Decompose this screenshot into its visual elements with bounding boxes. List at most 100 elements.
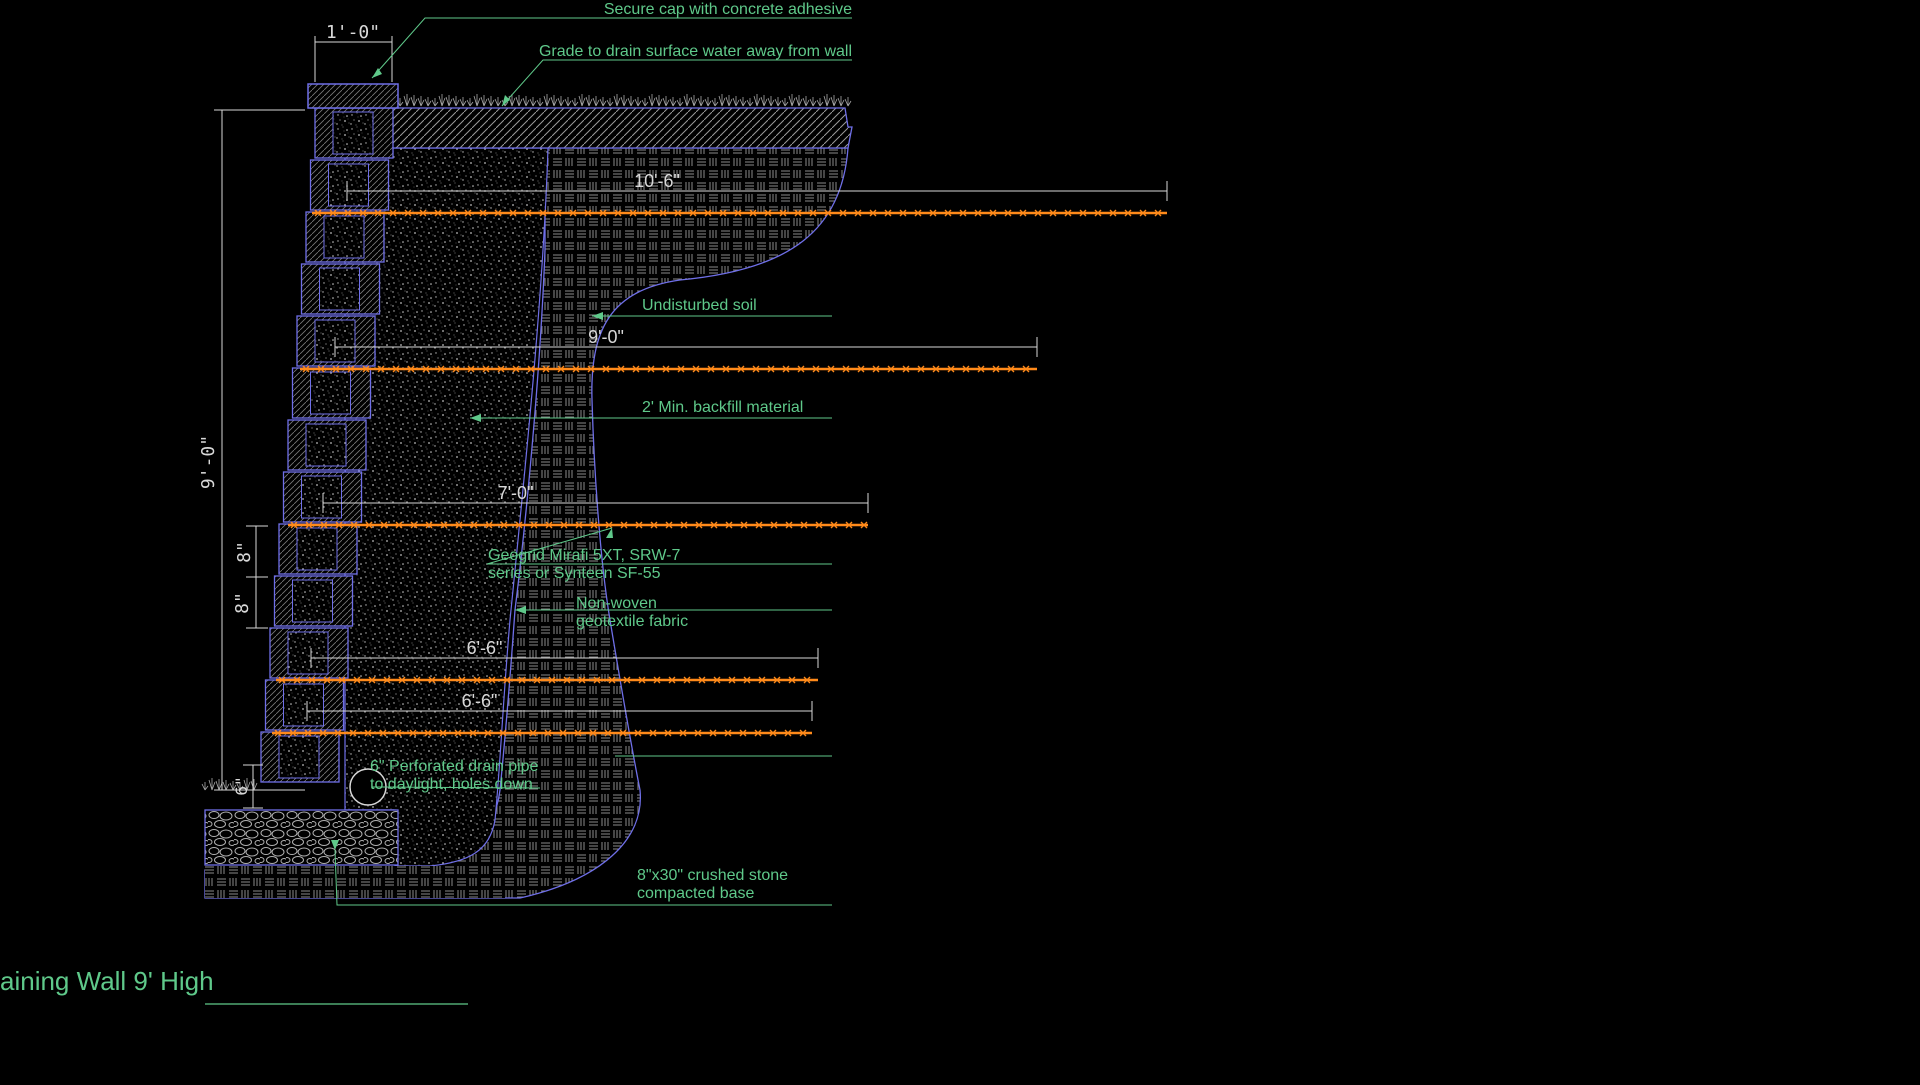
geogrid-x-mark	[395, 521, 403, 529]
geogrid-x-mark	[989, 209, 997, 217]
geogrid-x-mark	[527, 365, 535, 373]
geogrid-x-mark	[515, 521, 523, 529]
grass-tuft	[431, 98, 439, 107]
cap-block	[307, 83, 399, 109]
geogrid-x-mark	[413, 676, 421, 684]
geogrid-x-mark	[689, 209, 697, 217]
geogrid-x-mark	[704, 209, 712, 217]
geogrid-x-mark	[653, 676, 661, 684]
geogrid-x-mark	[455, 521, 463, 529]
geogrid-x-mark	[410, 521, 418, 529]
geogrid-x-mark	[469, 729, 477, 737]
geogrid-x-mark	[713, 676, 721, 684]
geogrid-x-mark	[452, 365, 460, 373]
geogrid-x-mark	[1049, 209, 1057, 217]
grass-tuft	[697, 96, 705, 107]
geogrid-x-mark	[902, 365, 910, 373]
grass-tuft	[466, 98, 474, 107]
geogrid-x-mark	[944, 209, 952, 217]
geogrid-x-mark	[419, 209, 427, 217]
dim-embed: 6"	[232, 776, 251, 795]
geogrid-x-mark	[379, 729, 387, 737]
grass-tuft	[487, 96, 495, 107]
grass-tuft	[473, 94, 481, 107]
geogrid-x-mark	[499, 729, 507, 737]
grass-tuft	[823, 94, 831, 107]
geogrid-x-mark	[500, 521, 508, 529]
geogrid-x-mark	[542, 365, 550, 373]
grass-tuft	[424, 97, 432, 107]
geogrid-x-mark	[767, 365, 775, 373]
grass-tuft	[802, 96, 810, 107]
grass-tuft	[613, 94, 621, 107]
geogrid-x-mark	[437, 365, 445, 373]
geogrid-x-mark	[788, 676, 796, 684]
geogrid-x-mark	[407, 365, 415, 373]
geogrid-x-mark	[479, 209, 487, 217]
geogrid-x-mark	[845, 521, 853, 529]
geogrid-x-mark	[668, 676, 676, 684]
geogrid-x-mark	[602, 365, 610, 373]
crushed-stone-base	[204, 809, 399, 866]
geogrid-x-mark	[758, 676, 766, 684]
geogrid-x-mark	[800, 521, 808, 529]
callout-base-line1: 8"x30" crushed stone	[637, 867, 788, 884]
grass-tuft	[417, 96, 425, 107]
grass-tuft	[557, 96, 565, 107]
top-grade-fill	[391, 107, 853, 149]
grass-tuft	[243, 778, 251, 791]
geogrid-x-mark	[779, 209, 787, 217]
grass-tuft	[774, 97, 782, 107]
grass-tuft	[662, 96, 670, 107]
geogrid-x-mark	[899, 209, 907, 217]
grass-tuft	[438, 94, 446, 107]
grass-tuft	[236, 782, 244, 791]
geogrid-x-mark	[329, 209, 337, 217]
geogrid-x-mark	[739, 729, 747, 737]
geogrid-x-mark	[589, 729, 597, 737]
geogrid-x-mark	[839, 209, 847, 217]
geogrid-x-mark	[974, 209, 982, 217]
geogrid-x-mark	[404, 209, 412, 217]
geogrid-x-mark	[545, 521, 553, 529]
geogrid-x-mark	[575, 521, 583, 529]
geogrid-x-mark	[634, 729, 642, 737]
geogrid-x-mark	[1064, 209, 1072, 217]
geogrid-x-mark	[394, 729, 402, 737]
geogrid-x-mark	[674, 209, 682, 217]
wall-block-core	[278, 735, 320, 779]
grass-tuft	[515, 95, 523, 107]
geogrid-x-mark	[484, 729, 492, 737]
grass-tuft	[571, 98, 579, 107]
geogrid-x-mark	[364, 729, 372, 737]
grass-tuft	[718, 94, 726, 107]
grass-tuft	[445, 95, 453, 107]
geogrid-x-mark	[769, 729, 777, 737]
geogrid-x-mark	[383, 676, 391, 684]
segmental-wall-blocks	[260, 107, 394, 783]
geogrid-x-mark	[548, 676, 556, 684]
grass-tuft	[606, 98, 614, 107]
geogrid-length-dimensions: 10'-6"9'-0"7'-0"6'-6"6'-6"	[306, 171, 1168, 721]
geogrid-x-mark	[604, 729, 612, 737]
geogrid-x-mark	[608, 676, 616, 684]
geogrid-x-mark	[1034, 209, 1042, 217]
grid-dim-label: 6'-6"	[467, 638, 503, 658]
grass-tuft	[599, 97, 607, 107]
geogrid-x-mark	[389, 209, 397, 217]
grass-tuft	[739, 97, 747, 107]
callout-fabric-line1: Non-woven	[576, 595, 657, 612]
geogrid-x-mark	[887, 365, 895, 373]
geogrid-x-mark	[377, 365, 385, 373]
geogrid-x-mark	[289, 729, 297, 737]
geogrid-x-mark	[470, 521, 478, 529]
geogrid-x-mark	[1022, 365, 1030, 373]
grass-tuft	[494, 97, 502, 107]
geogrid-x-mark	[512, 365, 520, 373]
geogrid-x-mark	[559, 729, 567, 737]
grass-tuft	[844, 97, 852, 107]
geogrid-x-mark	[563, 676, 571, 684]
geogrid-x-mark	[323, 676, 331, 684]
geogrid-x-mark	[649, 729, 657, 737]
geogrid-x-mark	[962, 365, 970, 373]
